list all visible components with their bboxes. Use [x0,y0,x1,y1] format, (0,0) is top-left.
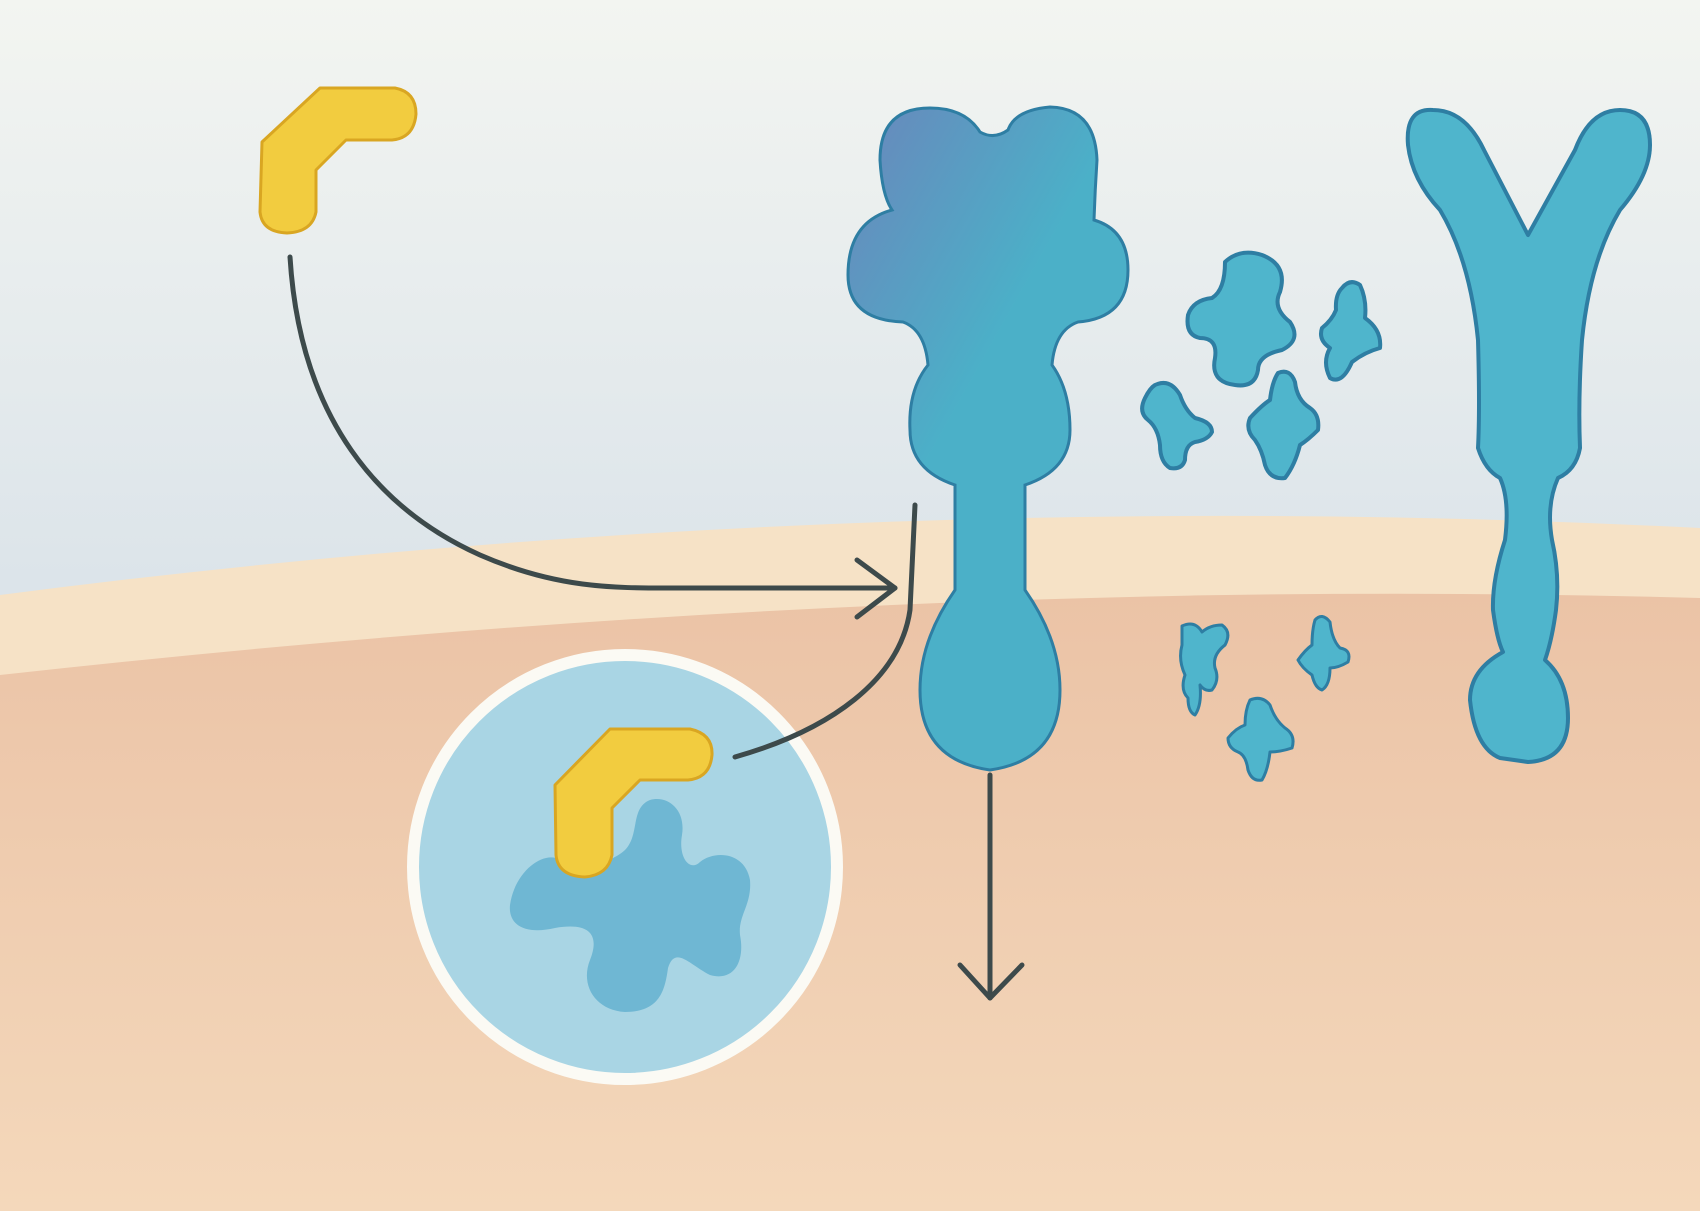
antibody-icon [1405,107,1652,764]
ligand-binding-arrow [287,254,898,591]
protein-fragment-icon [1140,381,1214,471]
bound-ligand-icon [553,727,714,879]
enzyme-protein-icon [509,799,751,1012]
protein-fragment-icon [1246,369,1321,481]
cytoplasm [0,593,1700,1211]
protein-fragment-icon [1319,280,1383,382]
protein-fragment-icon [1226,696,1295,782]
protein-fragment-icon [1185,250,1297,388]
ligand-binding-arrowhead [854,557,898,620]
receptor-icon [846,105,1130,772]
protein-fragment-icon [1296,615,1351,692]
protein-fragment-icon [1179,622,1230,717]
signal-transduction-arrowhead [957,962,1025,1001]
inset-connector-arrow [732,502,918,760]
bent-ligand-icon [258,86,418,235]
